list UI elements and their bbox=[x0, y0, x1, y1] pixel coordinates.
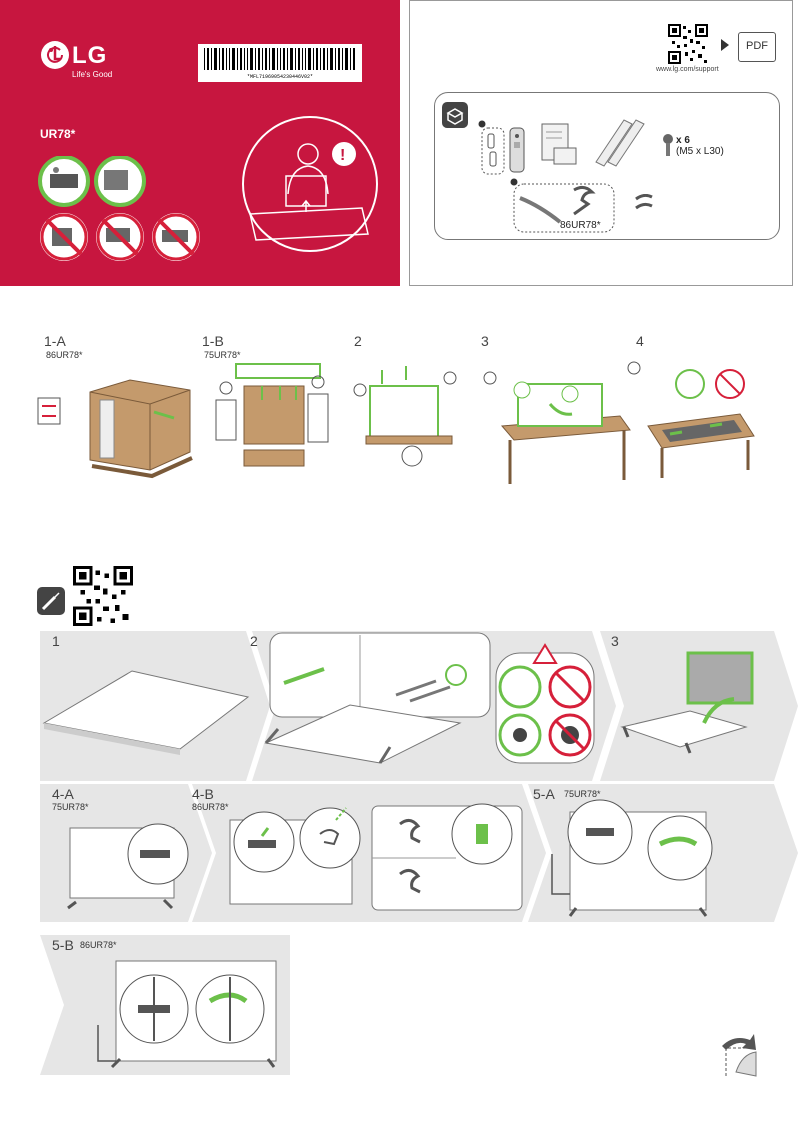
lg-logo-icon bbox=[41, 41, 69, 69]
cable-holder-icon bbox=[510, 178, 615, 233]
unboxing-caution-illustration bbox=[242, 116, 378, 252]
screw-count: x 6 bbox=[676, 135, 690, 146]
package-contents-icon bbox=[442, 102, 468, 128]
model-name: UR78* bbox=[40, 127, 76, 141]
assembly-step-5b-model: 86UR78* bbox=[80, 940, 117, 950]
unpacking-illustrations bbox=[37, 361, 755, 484]
assembly-row-3-illustration bbox=[97, 960, 277, 1069]
assembly-step-4a-model: 75UR78* bbox=[52, 802, 89, 812]
assembly-step-3-label: 3 bbox=[611, 633, 619, 649]
assembly-step-5a-model: 75UR78* bbox=[564, 789, 601, 799]
assembly-row-2-illustrations bbox=[67, 799, 713, 917]
screw-spec: (M5 x L30) bbox=[676, 146, 724, 157]
brand-name: LG bbox=[72, 42, 108, 69]
assembly-step-4b-model: 86UR78* bbox=[192, 802, 229, 812]
svg-text:!: ! bbox=[340, 147, 345, 164]
turn-page-icon bbox=[722, 1034, 757, 1077]
support-url[interactable]: www.lg.com/support bbox=[656, 66, 719, 73]
pdf-label: PDF bbox=[746, 40, 768, 52]
qr-code-icon[interactable] bbox=[668, 24, 708, 64]
person-lifting-icon: ! bbox=[249, 142, 369, 241]
step-1a-label: 1-A bbox=[44, 333, 66, 349]
assembly-step-5a-label: 5-A bbox=[533, 786, 555, 802]
assembly-row-1-illustrations bbox=[42, 632, 754, 764]
handling-warning-icons bbox=[38, 156, 200, 261]
manual-icon bbox=[541, 123, 577, 165]
step-1b-label: 1-B bbox=[202, 333, 224, 349]
brand-tagline: Life's Good bbox=[72, 70, 113, 79]
step-3-label: 3 bbox=[481, 333, 489, 349]
remote-and-batteries-icon bbox=[478, 120, 525, 175]
support-contents-panel bbox=[409, 0, 793, 286]
step-1a-model: 86UR78* bbox=[46, 350, 83, 360]
pdf-download-button[interactable]: PDF bbox=[738, 32, 776, 62]
assembly-step-2-label: 2 bbox=[250, 633, 258, 649]
stand-legs-icon bbox=[595, 119, 645, 167]
step-2-label: 2 bbox=[354, 333, 362, 349]
step-1b-model: 75UR78* bbox=[204, 350, 241, 360]
screwdriver-icon bbox=[37, 587, 65, 615]
step-4-label: 4 bbox=[636, 333, 644, 349]
screw-icon bbox=[663, 134, 673, 156]
cable-holder-model: 86UR78* bbox=[560, 220, 601, 231]
assembly-step-5b-label: 5-B bbox=[52, 937, 74, 953]
assembly-video-qr-icon[interactable] bbox=[73, 566, 133, 626]
barcode-text: *MFL71969054230446V02* bbox=[246, 74, 313, 80]
assembly-step-1-label: 1 bbox=[52, 633, 60, 649]
box-contents-panel bbox=[434, 92, 780, 240]
cable-tie-icon bbox=[635, 194, 653, 210]
assembly-step-4a-label: 4-A bbox=[52, 786, 74, 802]
barcode bbox=[198, 44, 362, 82]
assembly-step-4b-label: 4-B bbox=[192, 786, 214, 802]
arrow-right-icon bbox=[721, 39, 729, 51]
